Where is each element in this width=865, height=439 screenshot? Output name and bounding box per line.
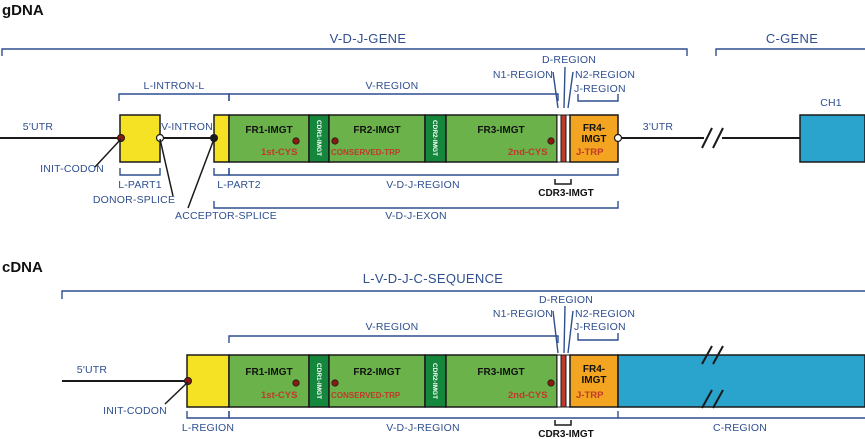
gdna-3prime-splice-marker	[613, 133, 623, 143]
ch1-box	[799, 114, 865, 163]
cdna-c-region-box	[617, 354, 865, 408]
cdna-l-region-box	[186, 354, 230, 408]
cdna-j-trp-label: J-TRP	[576, 390, 604, 401]
vdj-exon-bracket	[213, 201, 619, 209]
gdna-5utr-label: 5'UTR	[23, 121, 54, 133]
cdna-d-region-label: D-REGION	[539, 294, 593, 306]
cdna-l-region-label: L-REGION	[182, 422, 234, 434]
cdna-break-marks	[701, 345, 724, 409]
vdj-exon-label: V-D-J-EXON	[385, 210, 447, 222]
cdna-fr2-box	[328, 354, 426, 408]
gdna-init-codon-pointer	[94, 138, 122, 168]
acceptor-splice-marker	[210, 134, 218, 142]
cdna-init-codon-pointer	[164, 381, 189, 405]
gdna-fr1-label: FR1-IMGT	[245, 125, 292, 136]
n2-region-label: N2-REGION	[575, 69, 635, 81]
gdna-cdr2-label: CDR2-IMGT	[431, 120, 438, 156]
cdna-n1-region-label: N1-REGION	[493, 308, 553, 320]
gdna-fr2-label: FR2-IMGT	[353, 125, 400, 136]
gdna-2nd-cys-label: 2nd-CYS	[508, 147, 548, 158]
gdna-fr2-box	[328, 114, 426, 163]
gdna-1st-cys-marker	[292, 137, 300, 145]
gdna-init-codon-label: INIT-CODON	[40, 163, 104, 175]
l-part2-bracket	[213, 168, 230, 176]
cdna-junction-stripes	[556, 354, 571, 408]
cdna-j-region-label: J-REGION	[574, 321, 626, 333]
gdna-trp-label: CONSERVED-TRP	[331, 148, 401, 157]
c-gene-bracket	[715, 48, 865, 56]
cdna-cdr1-label: CDR1-IMGT	[315, 363, 322, 399]
lvdjc-label: L-V-D-J-C-SEQUENCE	[363, 271, 503, 286]
cdna-cdr2-label: CDR2-IMGT	[431, 363, 438, 399]
gdna-fr4-label-line1: FR4-	[583, 123, 605, 134]
gdna-cdr1-label: CDR1-IMGT	[315, 120, 322, 156]
cdna-1st-cys-marker	[292, 379, 300, 387]
cdna-cdr3-label: CDR3-IMGT	[538, 429, 594, 439]
gdna-3utr-label: 3'UTR	[643, 121, 674, 133]
cdna-fr4-label-line2: IMGT	[582, 375, 607, 386]
cdna-2nd-cys-marker	[547, 379, 555, 387]
cdna-5utr-label: 5'UTR	[77, 364, 108, 376]
cdna-section-title: cDNA	[2, 259, 43, 276]
vdj-gene-label: V-D-J-GENE	[330, 31, 407, 46]
cdna-fr3-box	[445, 354, 558, 408]
cdna-n2-region-label: N2-REGION	[575, 308, 635, 320]
l-part1-box	[119, 114, 161, 163]
l-part1-label: L-PART1	[118, 179, 162, 191]
gdna-cdr3-bracket	[554, 179, 572, 185]
d-region-label: D-REGION	[542, 54, 596, 66]
cdna-l-region-bracket	[186, 411, 230, 419]
gdna-fr4-label-line2: IMGT	[582, 134, 607, 145]
gdna-trp-marker	[331, 137, 339, 145]
cdna-fr1-label: FR1-IMGT	[245, 367, 292, 378]
acceptor-splice-label: ACCEPTOR-SPLICE	[175, 210, 277, 222]
gdna-init-codon-marker	[117, 134, 125, 142]
cdna-junction-pointer-lines	[552, 305, 619, 354]
gdna-section-title: gDNA	[2, 2, 44, 19]
cdna-cdr3-bracket	[554, 420, 572, 426]
l-part2-label: L-PART2	[217, 179, 261, 191]
gdna-1st-cys-label: 1st-CYS	[261, 147, 297, 158]
l-part1-bracket	[119, 168, 161, 176]
gdna-break-mark	[701, 127, 724, 149]
gdna-2nd-cys-marker	[547, 137, 555, 145]
donor-splice-label: DONOR-SPLICE	[93, 194, 175, 206]
v-region-bracket	[228, 93, 559, 101]
cdna-vdj-region-label: V-D-J-REGION	[386, 422, 460, 434]
c-gene-label: C-GENE	[766, 31, 818, 46]
ch1-label: CH1	[820, 97, 842, 109]
n1-region-label: N1-REGION	[493, 69, 553, 81]
cdna-trp-label: CONSERVED-TRP	[331, 391, 401, 400]
gdna-fr3-box	[445, 114, 558, 163]
cdna-init-codon-label: INIT-CODON	[103, 405, 167, 417]
gdna-vdj-region-label: V-D-J-REGION	[386, 179, 460, 191]
vdj-gene-bracket	[1, 48, 688, 56]
acceptor-splice-pointer	[187, 138, 215, 209]
gdna-fr3-label: FR3-IMGT	[477, 125, 524, 136]
gdna-junction-stripes	[556, 114, 571, 163]
junction-pointer-lines	[552, 66, 619, 109]
v-region-label: V-REGION	[366, 80, 419, 92]
c-region-label: C-REGION	[713, 422, 767, 434]
cdna-trp-marker	[331, 379, 339, 387]
cdna-v-region-label: V-REGION	[366, 321, 419, 333]
cdna-2nd-cys-label: 2nd-CYS	[508, 390, 548, 401]
cdna-1st-cys-label: 1st-CYS	[261, 390, 297, 401]
cdna-fr3-label: FR3-IMGT	[477, 367, 524, 378]
gdna-vdj-region-bracket	[228, 168, 619, 176]
cdna-fr2-label: FR2-IMGT	[353, 367, 400, 378]
j-region-label: J-REGION	[574, 83, 626, 95]
cdna-v-region-bracket	[228, 335, 559, 343]
v-intron-label: V-INTRON	[161, 121, 213, 133]
cdna-vdj-region-bracket	[228, 411, 619, 419]
donor-splice-pointer	[159, 138, 174, 197]
lvdjc-bracket	[61, 290, 865, 299]
gdna-j-trp-label: J-TRP	[576, 147, 604, 158]
gdna-cdr3-label: CDR3-IMGT	[538, 188, 594, 199]
cdna-fr4-label-line1: FR4-	[583, 364, 605, 375]
l-intron-l-label: L-INTRON-L	[144, 80, 205, 92]
l-intron-l-bracket	[118, 93, 230, 101]
